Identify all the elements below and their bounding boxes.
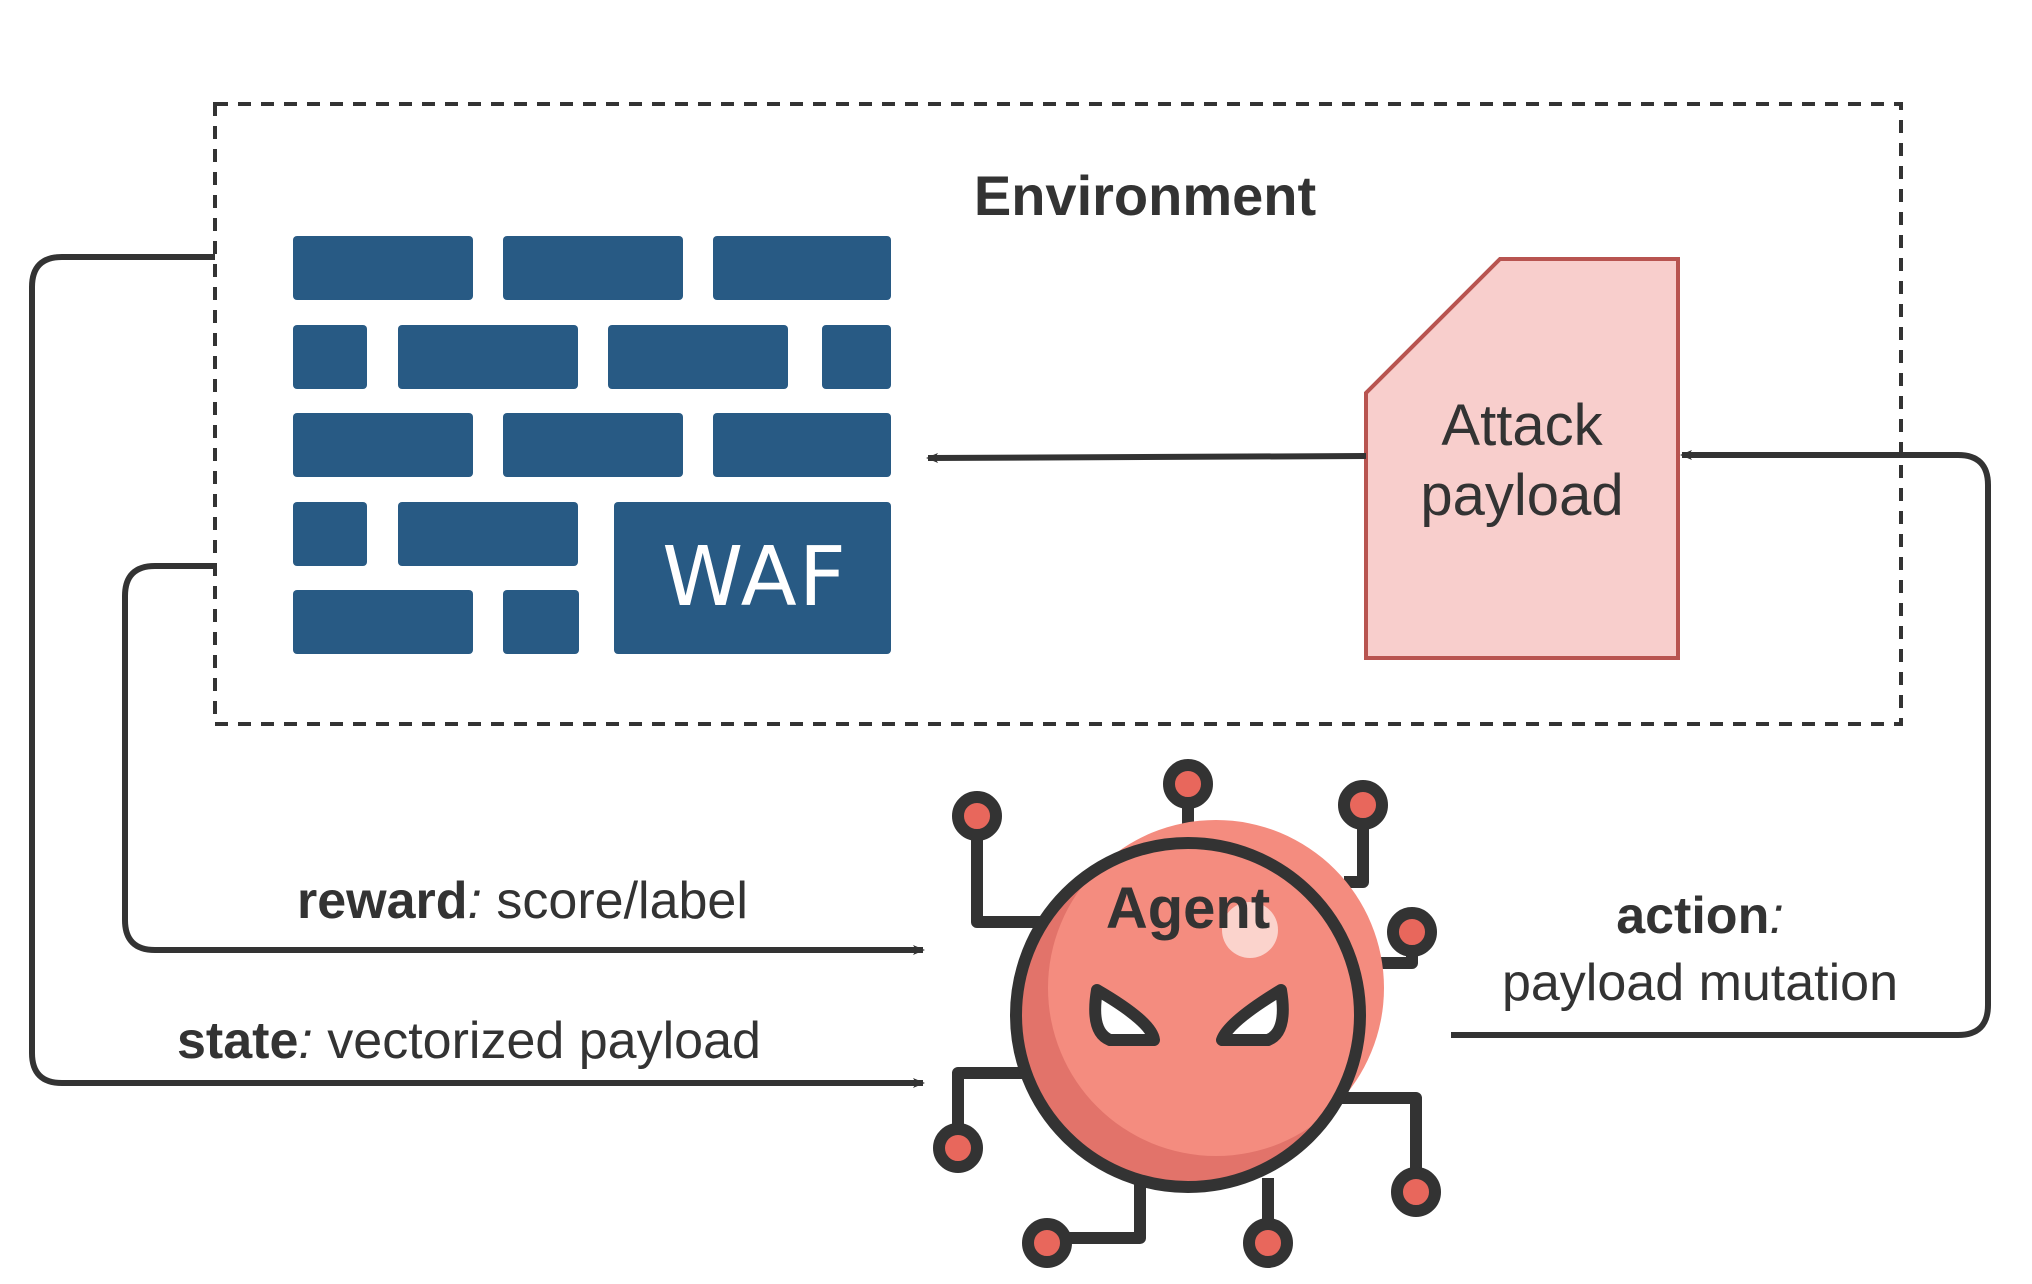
agent-node-bottom [1243,1218,1293,1268]
reward-edge [122,563,925,955]
attack-payload-line1: Attack [1441,393,1603,458]
attack-payload-card [1364,257,1680,660]
action-value: payload mutation [1502,954,1898,1012]
agent-node-top-right [1338,780,1388,830]
state-key: state [177,1012,298,1070]
agent-right-eye [1216,984,1289,1046]
environment-title: Environment [974,164,1316,227]
reward-key: reward [297,872,468,930]
action-label: action: [1616,887,1784,945]
action-separator: : [1769,887,1783,945]
agent-node-right [1387,907,1437,957]
payload-to-waf-arrow [926,452,1367,463]
action-edge [1451,450,1991,1038]
environment-boundary [213,102,1903,726]
agent-label: Agent [1106,876,1270,941]
agent-angry-eyes [1089,984,1289,1046]
state-separator: : [298,1012,312,1070]
agent-node-bottom-right [1391,1167,1441,1217]
agent-node-top-left [952,791,1002,841]
agent-node-left [933,1123,983,1173]
reward-value: score/label [482,872,748,930]
agent-highlight [1222,902,1278,958]
agent-node-bottom-left [1022,1218,1072,1268]
agent-node-top [1163,759,1213,809]
reward-label: reward: score/label [297,872,748,930]
state-edge [29,254,925,1088]
waf-wall-icon [293,236,891,654]
action-key: action [1616,887,1769,945]
state-value: vectorized payload [313,1012,761,1070]
waf-label-block [614,502,891,654]
reward-separator: : [468,872,482,930]
agent-left-eye [1089,984,1160,1046]
waf-label: WAF [662,530,848,625]
attack-payload-line2: payload [1420,463,1623,528]
agent-nodes [933,759,1441,1268]
agent-body [1010,820,1384,1193]
state-label: state: vectorized payload [177,1012,761,1070]
